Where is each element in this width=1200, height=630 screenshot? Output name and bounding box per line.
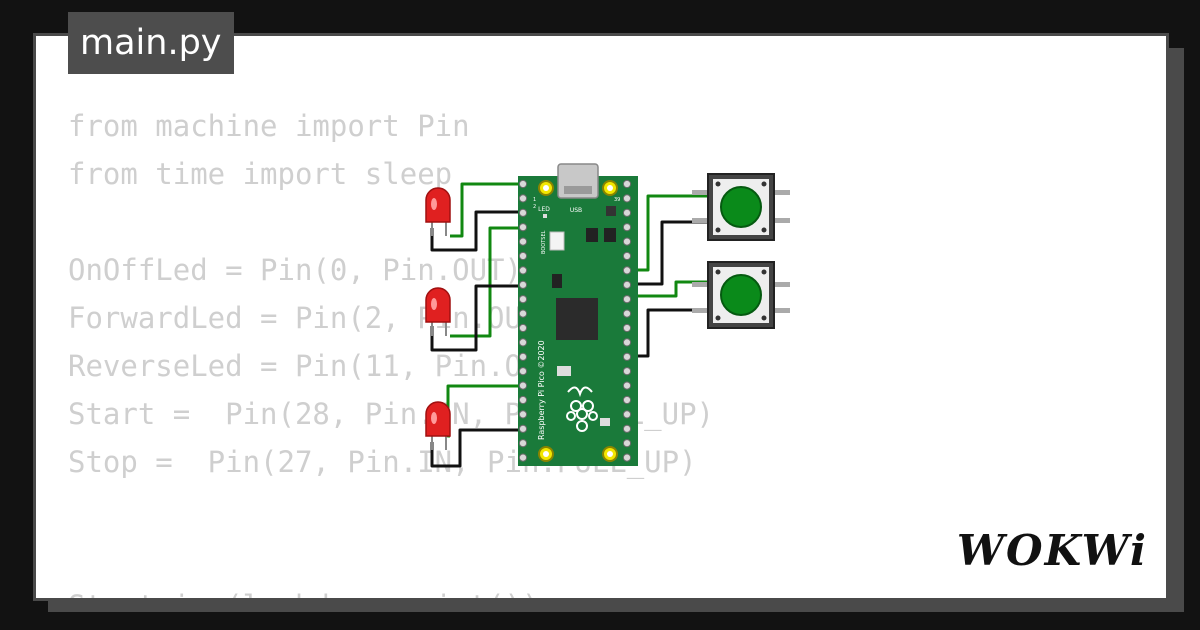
header-pin [518,439,528,448]
header-pin [518,237,528,246]
pin-header-right [622,179,632,462]
header-pin [622,338,632,347]
header-pin [622,251,632,261]
header-pin [622,395,632,405]
usb-label: USB [570,207,582,214]
header-pin [518,194,528,203]
header-pin [518,295,528,304]
header-pin [518,367,528,376]
header-pin [518,381,528,390]
header-pin [622,424,632,433]
raspberry-logo-icon [566,386,598,432]
header-pin [518,179,528,189]
header-pin [518,453,528,462]
header-pin [622,367,632,376]
led-3[interactable] [425,401,451,450]
bootsel-label: BOOTSEL [541,230,547,254]
header-pin [622,381,632,390]
wire-green [450,182,528,238]
wire-black [430,210,528,252]
header-pin [622,280,632,289]
wire-green [450,226,528,338]
header-pin [622,323,632,333]
header-pin [622,439,632,448]
code-line: from time import sleep [68,157,453,191]
header-pin [622,410,632,419]
header-pin [518,223,528,232]
pin-header-left [518,179,528,462]
pushbutton-start[interactable] [692,173,790,241]
code-line: OnOffLed = Pin(0, Pin.OUT) [68,253,522,287]
header-pin [518,280,528,289]
wire-black [626,308,708,358]
header-pin [518,410,528,419]
header-pin [622,266,632,275]
led-1[interactable] [425,187,451,236]
pushbutton-stop[interactable] [692,261,790,329]
rp2040-chip [556,298,598,340]
pico-board[interactable]: USB LED 1 2 39 BOOTSEL Raspberry Pi Pico… [518,163,638,466]
header-pin [518,352,528,361]
header-pin [622,223,632,232]
header-pin [622,194,632,203]
board-name-label: Raspberry Pi Pico ©2020 [537,340,546,440]
header-pin [518,208,528,217]
header-pin [622,208,632,217]
filename-tab[interactable]: main.py [68,12,234,74]
wire-black [626,220,708,286]
header-pin [622,309,632,318]
header-pin [518,251,528,261]
header-pin [622,179,632,189]
wire-black [430,284,528,352]
header-pin [622,295,632,304]
code-line: Start.irq(lambda p:print()) [68,582,714,598]
bootsel-button[interactable] [549,231,565,251]
wire-green [626,194,708,272]
wire-black [430,428,528,468]
pin1-label: 1 [533,197,536,203]
wokwi-logo: WOKWi [956,526,1148,575]
pin2-label: 2 [533,204,536,210]
led-2[interactable] [425,287,451,336]
header-pin [622,237,632,246]
header-pin [518,323,528,333]
led-label: LED [538,206,550,213]
header-pin [518,338,528,347]
header-pin [518,395,528,405]
header-pin [622,453,632,462]
header-pin [518,309,528,318]
pin40-label: 39 [614,197,620,203]
code-line: from machine import Pin [68,109,470,143]
header-pin [518,424,528,433]
header-pin [622,352,632,361]
header-pin [518,266,528,275]
